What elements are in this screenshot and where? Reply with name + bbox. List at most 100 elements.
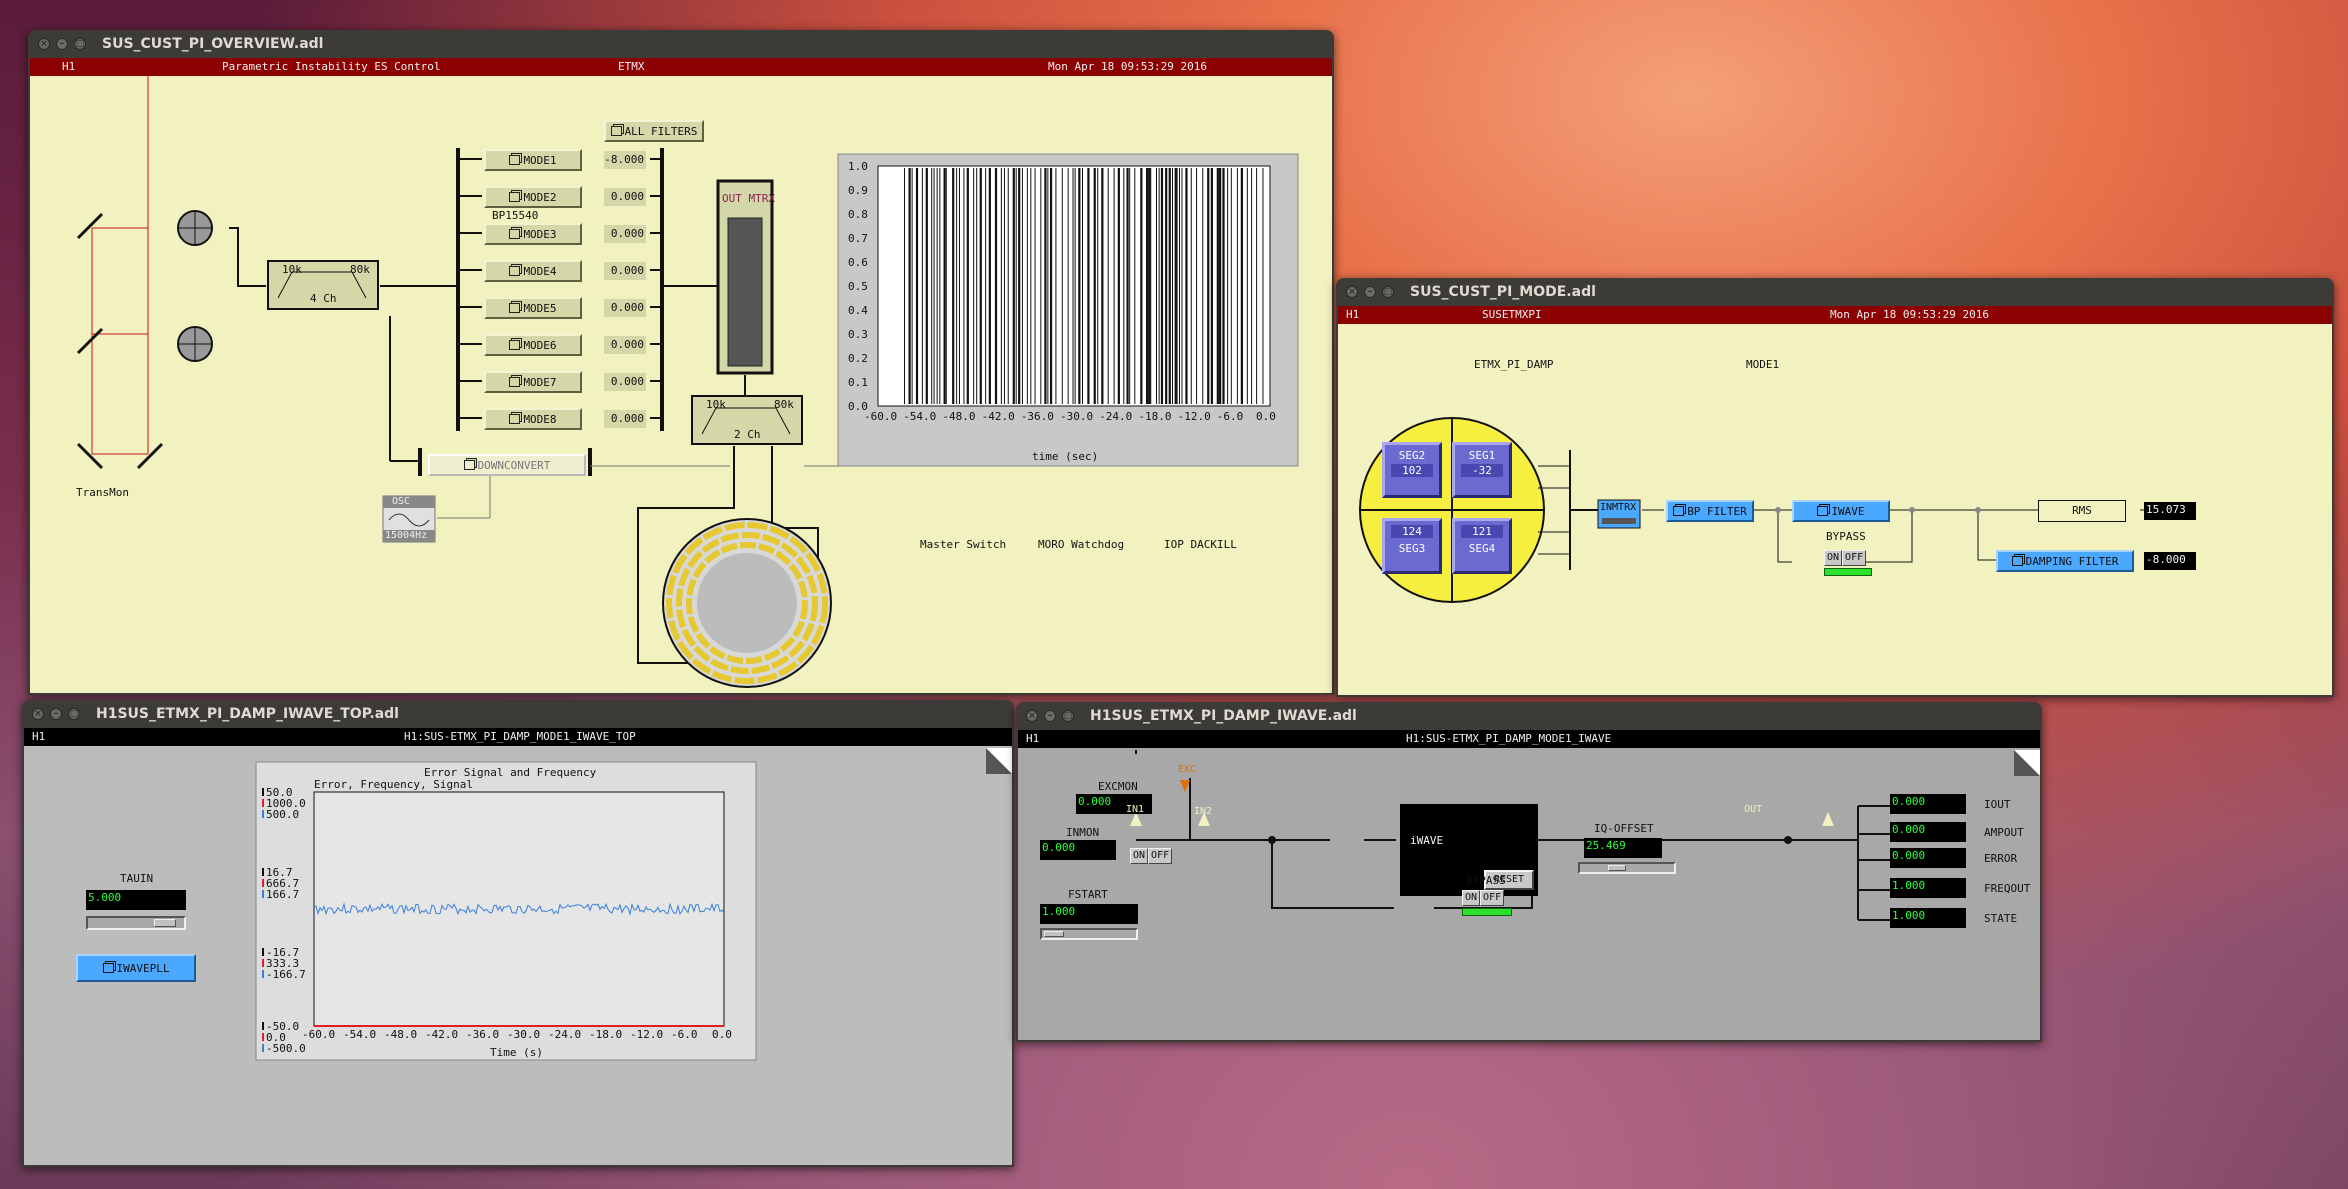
stripchart-bar	[988, 168, 991, 404]
minimize-icon[interactable]: –	[1364, 286, 1376, 298]
y-tick-label: 0.3	[848, 328, 868, 341]
close-icon[interactable]: ×	[32, 708, 44, 720]
iq-offset-input[interactable]: 25.469	[1584, 838, 1662, 858]
mode-button-8[interactable]: MODE8	[484, 408, 582, 430]
x-tick-label: -18.0	[589, 1028, 622, 1041]
stripchart-bar	[1190, 168, 1192, 404]
window-title: SUS_CUST_PI_MODE.adl	[1410, 284, 1596, 300]
x-tick-label: -12.0	[1178, 410, 1211, 423]
iq-offset-label: IQ-OFFSET	[1594, 822, 1654, 835]
mode-button-3[interactable]: MODE3	[484, 223, 582, 245]
mode-button-2[interactable]: MODE2	[484, 186, 582, 208]
downconvert-button[interactable]: DOWNCONVERT	[428, 454, 586, 476]
iwave-window[interactable]: ×–□ H1SUS_ETMX_PI_DAMP_IWAVE.adl H1 H1:S…	[1016, 702, 2042, 1042]
iwave-top-titlebar[interactable]: ×–□ H1SUS_ETMX_PI_DAMP_IWAVE_TOP.adl	[22, 700, 1014, 728]
close-icon[interactable]: ×	[1026, 710, 1038, 722]
stripchart-bar	[1171, 168, 1173, 404]
minimize-icon[interactable]: –	[50, 708, 62, 720]
stripchart-bar	[1134, 168, 1136, 404]
stripchart-bar	[1230, 168, 1232, 404]
stripchart-bar	[1145, 168, 1149, 404]
stripchart-bar	[1246, 168, 1248, 404]
x-tick-label: -54.0	[343, 1028, 376, 1041]
mode-titlebar[interactable]: ×–□ SUS_CUST_PI_MODE.adl	[1336, 278, 2334, 306]
x-tick-label: -36.0	[1021, 410, 1054, 423]
minimize-icon[interactable]: –	[1044, 710, 1056, 722]
stripchart-bar	[1219, 168, 1222, 404]
reset-button[interactable]: RESET	[1484, 870, 1534, 890]
stripchart-bar	[1150, 168, 1152, 404]
axis-marker	[262, 1022, 264, 1030]
mode-button-4[interactable]: MODE4	[484, 260, 582, 282]
overview-titlebar[interactable]: ×–□ SUS_CUST_PI_OVERVIEW.adl	[28, 30, 1334, 58]
ifo-label: H1	[1026, 732, 1040, 745]
close-icon[interactable]: ×	[1346, 286, 1358, 298]
y-tick-label: -16.7	[266, 946, 299, 959]
bypass-on-button[interactable]: ON	[1824, 550, 1843, 566]
axis-marker	[262, 810, 264, 818]
input-off-button[interactable]: OFF	[1148, 848, 1173, 864]
bp-filter-button[interactable]: BP FILTER	[1666, 500, 1754, 522]
mode-button-6[interactable]: MODE6	[484, 334, 582, 356]
maximize-icon[interactable]: □	[68, 708, 80, 720]
iq-offset-slider[interactable]	[1578, 862, 1676, 874]
input-on-button[interactable]: ON	[1130, 848, 1149, 864]
stripchart-bar	[1087, 168, 1090, 404]
master-switch-label[interactable]: Master Switch	[920, 538, 1007, 551]
maximize-icon[interactable]: □	[74, 38, 86, 50]
iwave-button[interactable]: IWAVE	[1792, 500, 1890, 522]
rms-box[interactable]: RMS	[2038, 500, 2126, 522]
minimize-icon[interactable]: –	[56, 38, 68, 50]
x-tick-label: -54.0	[903, 410, 936, 423]
mode-window[interactable]: ×–□ SUS_CUST_PI_MODE.adl H1 SUSETMXPI Mo…	[1336, 278, 2334, 697]
segment-seg1[interactable]: SEG1-32	[1452, 442, 1512, 498]
all-filters-button[interactable]: ALL FILTERS	[604, 120, 704, 142]
close-icon[interactable]: ×	[38, 38, 50, 50]
mode-button-1[interactable]: MODE1	[484, 149, 582, 171]
inmtrx-label[interactable]: INMTRX	[1600, 502, 1637, 513]
fstart-slider[interactable]	[1040, 928, 1138, 940]
stripchart-bar	[911, 168, 913, 404]
mode-button-5[interactable]: MODE5	[484, 297, 582, 319]
mode-value-8: 0.000	[604, 410, 646, 428]
x-tick-label: -42.0	[425, 1028, 458, 1041]
fstart-input[interactable]: 1.000	[1040, 904, 1138, 924]
maximize-icon[interactable]: □	[1062, 710, 1074, 722]
out-matrix-label[interactable]: OUT MTRX	[722, 192, 775, 205]
damping-value: -8.000	[2144, 552, 2196, 570]
filter4-high: 80k	[350, 263, 370, 276]
bypass-off-button[interactable]: OFF	[1842, 550, 1867, 566]
tauin-input[interactable]: 5.000	[86, 890, 186, 910]
tauin-slider[interactable]	[86, 916, 186, 930]
iwave-top-window[interactable]: ×–□ H1SUS_ETMX_PI_DAMP_IWAVE_TOP.adl H1 …	[22, 700, 1014, 1167]
stripchart-bar	[973, 168, 975, 404]
y-tick-label: 50.0	[266, 786, 293, 799]
stripchart-bar	[985, 168, 987, 404]
bypass-off-button[interactable]: OFF	[1480, 890, 1505, 906]
segment-name: SEG2	[1398, 449, 1426, 462]
iwavepll-button[interactable]: IWAVEPLL	[76, 954, 196, 982]
output-error-label: ERROR	[1984, 852, 2018, 865]
stripchart-bars	[904, 168, 1264, 404]
segment-name: SEG3	[1398, 542, 1426, 555]
dackill-label[interactable]: IOP DACKILL	[1164, 538, 1237, 551]
filter4-ch: 4 Ch	[310, 292, 337, 305]
stripchart-bar	[931, 168, 933, 404]
maximize-icon[interactable]: □	[1382, 286, 1394, 298]
overview-window[interactable]: ×–□ SUS_CUST_PI_OVERVIEW.adl H1 Parametr…	[28, 30, 1334, 695]
bypass-on-button[interactable]: ON	[1462, 890, 1481, 906]
y-tick-label: 0.9	[848, 184, 868, 197]
damping-filter-button[interactable]: DAMPING FILTER	[1996, 550, 2134, 572]
stripchart-bar	[943, 168, 946, 404]
y-tick-label: 0.8	[848, 208, 868, 221]
x-tick-label: -18.0	[1138, 410, 1171, 423]
mode-button-7[interactable]: MODE7	[484, 371, 582, 393]
iwave-titlebar[interactable]: ×–□ H1SUS_ETMX_PI_DAMP_IWAVE.adl	[1016, 702, 2042, 730]
watchdog-label[interactable]: MORO Watchdog	[1038, 538, 1125, 551]
